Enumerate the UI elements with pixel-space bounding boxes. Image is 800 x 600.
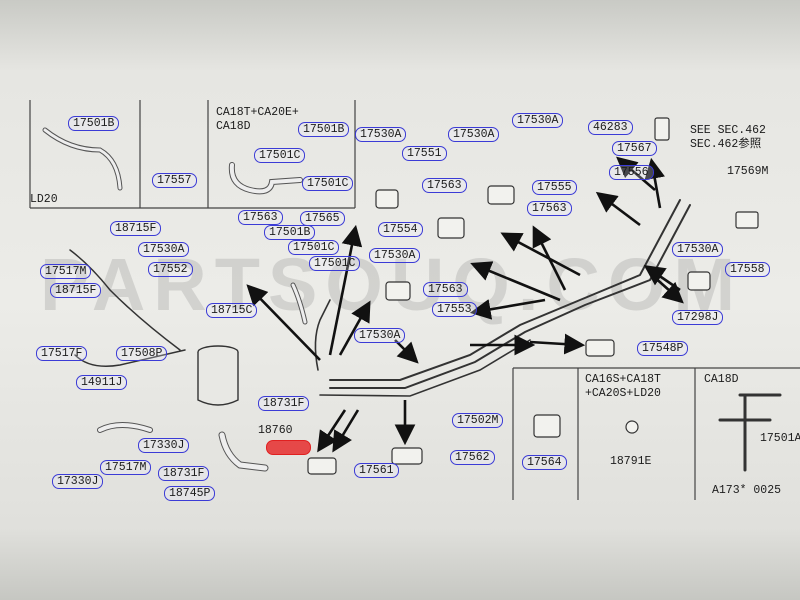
part-number-18791e: 18791E <box>610 455 652 468</box>
part-label-17554[interactable]: 17554 <box>378 222 423 237</box>
plug-18791e <box>625 420 639 434</box>
arrow <box>394 339 419 364</box>
part-label-17563[interactable]: 17563 <box>238 210 283 225</box>
part-label-17551[interactable]: 17551 <box>402 146 447 161</box>
arrow <box>595 191 641 227</box>
canister-body <box>197 352 239 406</box>
part-label-17530a[interactable]: 17530A <box>355 127 407 142</box>
part-label-17552[interactable]: 17552 <box>148 262 193 277</box>
part-label-17330j[interactable]: 17330J <box>138 438 190 453</box>
arrow <box>328 224 363 356</box>
arrow <box>529 333 586 355</box>
part-label-17565[interactable]: 17565 <box>300 211 345 226</box>
part-label-18715f[interactable]: 18715F <box>50 283 102 298</box>
bracket-46283 <box>654 117 670 141</box>
clip-17561 <box>307 457 337 475</box>
part-label-17501b[interactable]: 17501B <box>298 122 350 137</box>
part-label-17557[interactable]: 17557 <box>152 173 197 188</box>
part-label-17508p[interactable]: 17508P <box>116 346 168 361</box>
note-see-sec-2: SEC.462参照 <box>690 138 762 151</box>
clip-17565 <box>375 189 399 209</box>
note-ca16s-line2: +CA20S+LD20 <box>585 387 661 400</box>
part-label-17501c[interactable]: 17501C <box>302 176 354 191</box>
arrow <box>651 274 684 304</box>
clip-17298j <box>687 271 711 291</box>
part-label-17530a[interactable]: 17530A <box>448 127 500 142</box>
part-label-18745p[interactable]: 18745P <box>164 486 216 501</box>
note-ca18t-line1: CA18T+CA20E+ <box>216 106 299 119</box>
note-see-sec-1: SEE SEC.462 <box>690 124 766 137</box>
part-label-17564[interactable]: 17564 <box>522 455 567 470</box>
vent-line-2 <box>74 349 186 367</box>
arrow <box>500 232 581 277</box>
part-number-17501a: 17501A <box>760 432 800 445</box>
part-label-17501b[interactable]: 17501B <box>264 225 316 240</box>
part-label-18731f[interactable]: 18731F <box>258 396 310 411</box>
arrow <box>469 298 546 320</box>
inset-hose-17501a <box>718 393 782 472</box>
part-label-17330j[interactable]: 17330J <box>52 474 104 489</box>
note-ld20: LD20 <box>30 193 58 206</box>
clip-17564 <box>533 414 561 438</box>
clip-17563-d <box>385 281 411 301</box>
part-label-17555[interactable]: 17555 <box>532 180 577 195</box>
clip-17554 <box>437 217 465 239</box>
main-pipe-c <box>319 339 531 397</box>
part-label-17530a[interactable]: 17530A <box>138 242 190 257</box>
part-label-17502m[interactable]: 17502M <box>452 413 504 428</box>
part-label-18715c[interactable]: 18715C <box>206 303 258 318</box>
main-pipe-a <box>329 199 681 381</box>
bracket-17558 <box>735 211 759 229</box>
part-label-17501b[interactable]: 17501B <box>68 116 120 131</box>
part-label-17563[interactable]: 17563 <box>422 178 467 193</box>
arrow <box>470 261 561 302</box>
part-number-17569m: 17569M <box>727 165 769 178</box>
part-label-17517f[interactable]: 17517F <box>36 346 88 361</box>
arrow <box>246 284 321 361</box>
part-label-17501c[interactable]: 17501C <box>254 148 306 163</box>
part-label-17561[interactable]: 17561 <box>354 463 399 478</box>
part-label-17298j[interactable]: 17298J <box>672 310 724 325</box>
part-label-17501c[interactable]: 17501C <box>309 256 361 271</box>
part-label-17563[interactable]: 17563 <box>527 201 572 216</box>
part-label-17517m[interactable]: 17517M <box>100 460 152 475</box>
part-label-17558[interactable]: 17558 <box>725 262 770 277</box>
note-ca18t-line2: CA18D <box>216 120 251 133</box>
part-label-17563[interactable]: 17563 <box>423 282 468 297</box>
clip-17562 <box>391 447 423 465</box>
part-label-17517m[interactable]: 17517M <box>40 264 92 279</box>
part-number-18760: 18760 <box>258 424 293 437</box>
riser-pipe <box>314 299 331 371</box>
part-label-17556[interactable]: 17556 <box>609 165 654 180</box>
clip-17555 <box>487 185 515 205</box>
arrow <box>317 409 347 453</box>
vent-line <box>69 249 181 351</box>
part-label-46283[interactable]: 46283 <box>588 120 633 135</box>
part-label-18715f[interactable]: 18715F <box>110 221 162 236</box>
arrow <box>332 409 360 453</box>
part-label-17501c[interactable]: 17501C <box>288 240 340 255</box>
part-label-17562[interactable]: 17562 <box>450 450 495 465</box>
part-label-14911j[interactable]: 14911J <box>76 375 128 390</box>
note-ca18d-box: CA18D <box>704 373 739 386</box>
clip-17548p <box>585 339 615 357</box>
part-label-18731f[interactable]: 18731F <box>158 466 210 481</box>
figure-code: A173* 0025 <box>712 484 782 497</box>
part-label-17530a[interactable]: 17530A <box>512 113 564 128</box>
part-label-17530a[interactable]: 17530A <box>672 242 724 257</box>
arrow <box>338 300 371 356</box>
part-label-17548p[interactable]: 17548P <box>637 341 689 356</box>
part-label-17567[interactable]: 17567 <box>612 141 657 156</box>
part-label-17530a[interactable]: 17530A <box>354 328 406 343</box>
part-label-17553[interactable]: 17553 <box>432 302 477 317</box>
part-label-18761-highlighted[interactable]: 18761 <box>266 440 311 455</box>
part-label-17530a[interactable]: 17530A <box>369 248 421 263</box>
note-ca16s-line1: CA16S+CA18T <box>585 373 661 386</box>
